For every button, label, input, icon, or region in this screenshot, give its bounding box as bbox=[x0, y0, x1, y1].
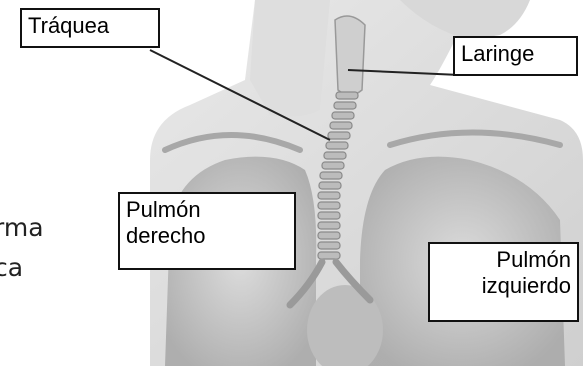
cut-off-text-line-1: rma bbox=[0, 210, 44, 246]
trachea-label: Tráquea bbox=[20, 8, 160, 48]
left-lung-label-line-2: izquierdo bbox=[436, 273, 571, 299]
cut-off-text-line-2: ca bbox=[0, 250, 23, 286]
left-lung-label: Pulmón izquierdo bbox=[428, 242, 579, 322]
right-lung-label-line-1: Pulmón bbox=[126, 197, 288, 223]
larynx bbox=[335, 16, 365, 95]
larynx-label-text: Laringe bbox=[461, 41, 570, 67]
neck-shadow bbox=[250, 0, 330, 117]
left-lung-label-line-1: Pulmón bbox=[436, 247, 571, 273]
larynx-label: Laringe bbox=[453, 36, 578, 76]
right-lung-label: Pulmón derecho bbox=[118, 192, 296, 270]
right-lung-label-line-2: derecho bbox=[126, 223, 288, 249]
trachea-label-text: Tráquea bbox=[28, 13, 152, 39]
